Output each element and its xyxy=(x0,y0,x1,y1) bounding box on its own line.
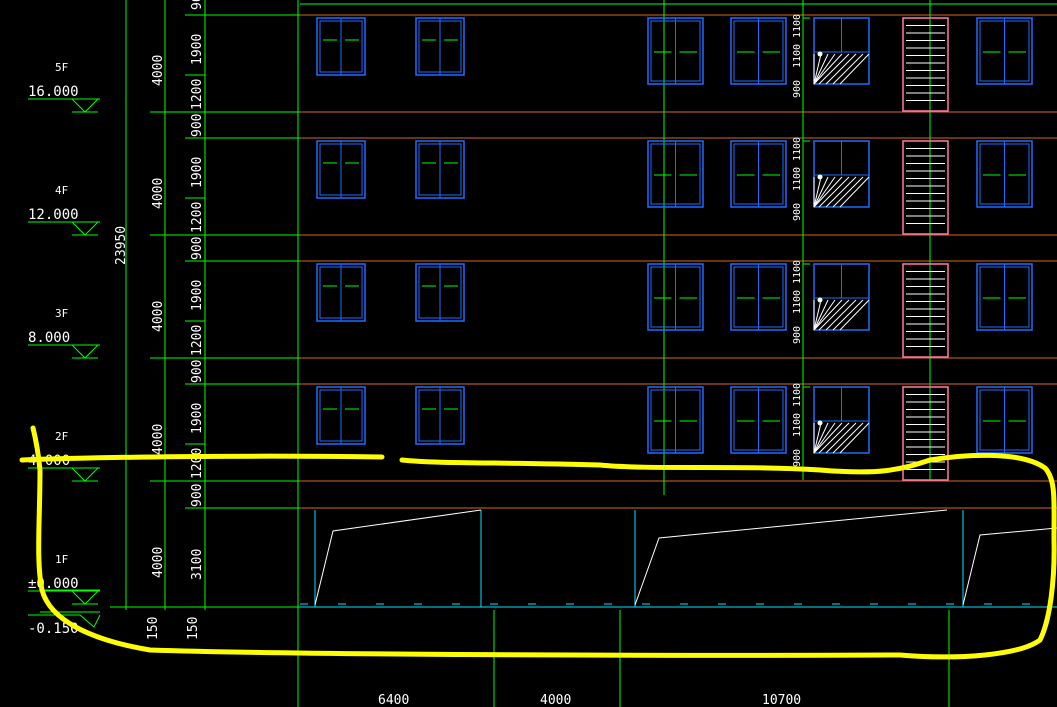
window xyxy=(316,140,366,199)
window xyxy=(316,17,366,76)
windows-group: 1100110090011001100900110011009001100110… xyxy=(316,14,1033,481)
window-dim: 1900 xyxy=(190,157,205,188)
level-marker: 5F 16.000 xyxy=(28,61,100,113)
elevation-label: 16.000 xyxy=(28,84,79,100)
side-dim: 900 xyxy=(792,326,803,344)
window-dim: 1900 xyxy=(190,34,205,65)
door-swing-lines xyxy=(314,509,1057,606)
balcony-window xyxy=(813,386,870,454)
storey-dim: 4000 xyxy=(151,424,166,455)
elevation-triangle-icon xyxy=(28,221,100,236)
window xyxy=(647,140,704,208)
storey-dim: 4000 xyxy=(151,547,166,578)
level-markers: 5F16.0004F12.0003F8.0002F4.0001F±0.000-0… xyxy=(28,61,101,637)
side-dim: 1100 xyxy=(792,413,803,437)
side-dim: 900 xyxy=(792,203,803,221)
floor-lines xyxy=(300,14,1057,509)
side-window-dims: 1100 1100 900 xyxy=(792,137,810,221)
head-dim: 1200 xyxy=(190,448,205,479)
window xyxy=(647,17,704,85)
elevation-triangle-icon xyxy=(28,344,100,359)
head-dim: 1200 xyxy=(190,325,205,356)
head-dim: 1200 xyxy=(190,79,205,110)
floor-label: 1F xyxy=(55,553,68,566)
balcony-window xyxy=(813,17,870,85)
plinth-dim-b: 150 xyxy=(186,617,201,640)
balcony-window xyxy=(813,263,870,331)
level-marker: 4F 12.000 xyxy=(28,184,100,236)
window xyxy=(730,17,787,85)
window xyxy=(730,140,787,208)
storey-dim: 4000 xyxy=(151,178,166,209)
plinth-dim-a: 150 xyxy=(146,617,161,640)
window xyxy=(976,263,1033,331)
elevation-triangle-icon xyxy=(28,590,100,605)
side-dim: 900 xyxy=(792,449,803,467)
stair-window xyxy=(902,263,949,358)
sill-dim: 900 xyxy=(190,237,205,260)
elevation-label: -0.150 xyxy=(28,621,79,637)
window xyxy=(316,263,366,322)
window xyxy=(415,17,465,76)
side-dim: 1100 xyxy=(792,167,803,191)
window-dim: 1900 xyxy=(190,403,205,434)
window xyxy=(730,386,787,454)
total-height: 23950 xyxy=(114,226,129,265)
floor-label: 3F xyxy=(55,307,68,320)
side-window-dims: 1100 1100 900 xyxy=(792,260,810,344)
elevation-triangle-icon xyxy=(28,98,100,113)
elevation-label: 12.000 xyxy=(28,207,79,223)
storey-dim: 4000 xyxy=(151,55,166,86)
side-window-dims: 1100 1100 900 xyxy=(792,14,810,98)
bottom-dimensions: 6400 4000 10700 xyxy=(378,693,801,707)
window xyxy=(730,263,787,331)
stair-window xyxy=(902,140,949,235)
top-partial-dim: 90 xyxy=(190,0,205,10)
level-marker: 3F 8.000 xyxy=(28,307,100,359)
side-window-dims: 1100 1100 900 xyxy=(792,383,810,467)
window xyxy=(976,17,1033,85)
level-marker: -0.150 xyxy=(28,614,101,637)
side-dim: 1100 xyxy=(792,44,803,68)
ground-line xyxy=(300,603,1057,608)
floor-label: 5F xyxy=(55,61,68,74)
window xyxy=(647,386,704,454)
side-dim: 1100 xyxy=(792,383,803,407)
side-dim: 1100 xyxy=(792,14,803,38)
sill-dim: 900 xyxy=(190,360,205,383)
balcony-window xyxy=(813,140,870,208)
floor-label: 4F xyxy=(55,184,68,197)
head-dim: 1200 xyxy=(190,202,205,233)
vertical-dimensions: 4000 4000 4000 4000 4000 90 1900 1200 1900 1200 19… xyxy=(151,0,205,580)
elevation-label: ±0.000 xyxy=(28,576,79,592)
dimension-lines xyxy=(40,0,1057,707)
sill-dim: 900 xyxy=(190,114,205,137)
side-dim: 1100 xyxy=(792,137,803,161)
window xyxy=(316,386,366,445)
bottom-dim-1: 6400 xyxy=(378,693,409,707)
bottom-dim-2: 4000 xyxy=(540,693,571,707)
ground-door-dim: 3100 xyxy=(190,549,205,580)
window xyxy=(415,263,465,322)
markup-highlight xyxy=(19,425,1057,660)
bottom-dim-3: 10700 xyxy=(762,693,801,707)
window xyxy=(976,140,1033,208)
side-dim: 900 xyxy=(792,80,803,98)
window xyxy=(415,386,465,445)
storey-dim: 4000 xyxy=(151,301,166,332)
window-dim: 1900 xyxy=(190,280,205,311)
floor-label: 2F xyxy=(55,430,68,443)
side-dim: 1100 xyxy=(792,290,803,314)
ground-floor-openings xyxy=(314,510,964,607)
side-dim: 1100 xyxy=(792,260,803,284)
stair-window xyxy=(902,17,949,112)
window xyxy=(976,386,1033,454)
window xyxy=(415,140,465,199)
elevation-label: 8.000 xyxy=(28,330,70,346)
window xyxy=(647,263,704,331)
sill-dim: 900 xyxy=(190,484,205,507)
